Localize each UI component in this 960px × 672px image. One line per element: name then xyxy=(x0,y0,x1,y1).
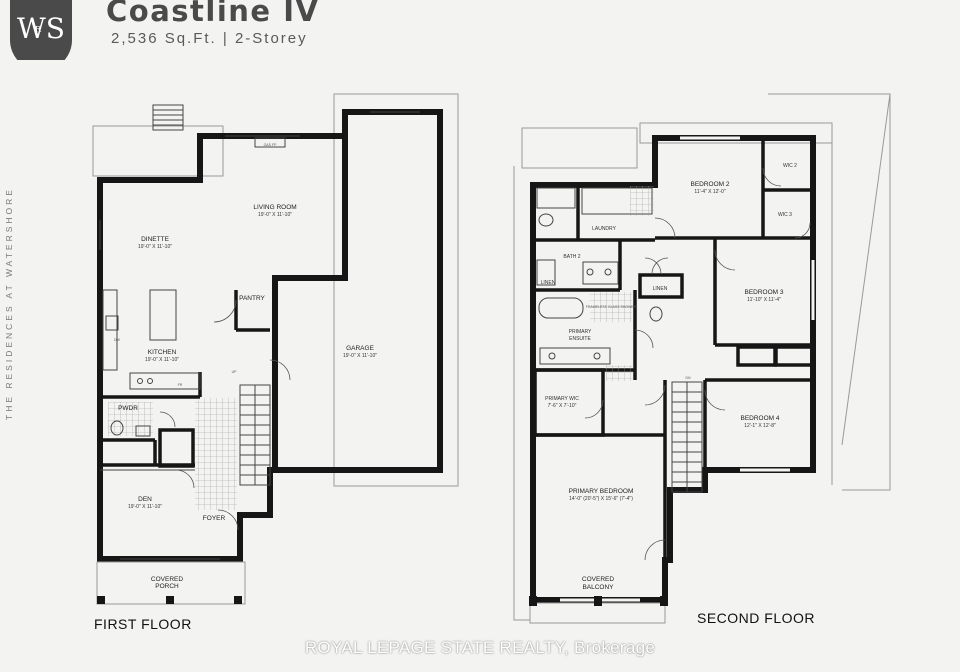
page-title: Coastline IV xyxy=(106,0,320,28)
fridge-label: FR xyxy=(178,383,183,387)
bedroom-4-name: BEDROOM 4 xyxy=(740,415,779,422)
laundry-label: LAUNDRY xyxy=(592,226,616,232)
foyer-label: FOYER xyxy=(203,515,226,522)
wic-3-label: WIC 3 xyxy=(778,212,792,218)
powder-room-label: PWDR xyxy=(118,405,138,412)
kitchen-dim: 19'-0" X 11'-10" xyxy=(145,357,179,363)
bedroom-4-dim: 12'-1" X 12'-8" xyxy=(744,423,776,429)
page-subtitle: 2,536 Sq.Ft. | 2-Storey xyxy=(111,30,308,47)
wic-2-label: WIC 2 xyxy=(783,163,797,169)
living-room-dim: 19'-0" X 11'-10" xyxy=(258,212,292,218)
den-name: DEN xyxy=(138,496,152,503)
bedroom-3-dim: 11'-10" X 11'-4" xyxy=(747,297,781,303)
bedroom-2-dim: 11'-4" X 12'-0" xyxy=(694,189,725,195)
first-floor-label: FIRST FLOOR xyxy=(94,616,192,632)
living-room-name: LIVING ROOM xyxy=(253,204,296,211)
porch-label-line2: PORCH xyxy=(155,583,179,590)
bedroom-3-name: BEDROOM 3 xyxy=(744,289,783,296)
primary-bedroom-dim: 14'-0" (20'-5") X 15'-6" (7'-4") xyxy=(569,496,633,502)
primary-wic-dim: 7'-6" X 7'-10" xyxy=(548,403,577,409)
second-floor-plan: BEDROOM 2 11'-4" X 12'-0" WIC 2 WIC 3 LA… xyxy=(513,93,891,624)
den-dim: 19'-0" X 11'-10" xyxy=(128,504,162,510)
logo-letters: WS xyxy=(17,12,65,45)
gas-fireplace-label: GAS FP xyxy=(264,143,278,147)
kitchen-name: KITCHEN xyxy=(148,349,177,356)
garage-name: GARAGE xyxy=(346,345,374,352)
balcony-label-line2: BALCONY xyxy=(582,584,614,591)
linen-left-label: LINEN xyxy=(541,280,556,286)
porch-label-line1: COVERED xyxy=(151,576,183,583)
brand-logo: WS R xyxy=(10,0,72,60)
primary-bedroom-name: PRIMARY BEDROOM xyxy=(569,488,634,495)
pantry-label: PANTRY xyxy=(239,295,265,302)
ensuite-label-line1: PRIMARY xyxy=(569,329,592,335)
linen-right-label: LINEN xyxy=(653,286,668,292)
bedroom-2-name: BEDROOM 2 xyxy=(690,181,729,188)
ensuite-label-line2: ENSUITE xyxy=(569,336,591,342)
second-floor-label: SECOND FLOOR xyxy=(697,610,816,626)
dishwasher-label: DW xyxy=(114,338,121,342)
first-floor-plan: GAS FP LIVING ROOM 19'-0" X 11'-10" DINE… xyxy=(92,93,459,605)
dinette-dim: 19'-0" X 11'-10" xyxy=(138,244,172,250)
brokerage-watermark: ROYAL LEPAGE STATE REALTY, Brokerage xyxy=(304,638,656,657)
bath-2-label: BATH 2 xyxy=(563,254,580,260)
logo-small-letter: R xyxy=(35,25,42,34)
balcony-label-line1: COVERED xyxy=(582,576,614,583)
primary-wic-name: PRIMARY WIC xyxy=(545,396,579,402)
stairs-up-label: UP xyxy=(232,370,238,374)
glass-shower-label: FRAMELESS GLASS SHOWER xyxy=(586,305,637,309)
garage-dim: 19'-0" X 11'-10" xyxy=(343,353,377,359)
stairs-down-label: DN xyxy=(685,376,691,380)
dinette-name: DINETTE xyxy=(141,236,169,243)
